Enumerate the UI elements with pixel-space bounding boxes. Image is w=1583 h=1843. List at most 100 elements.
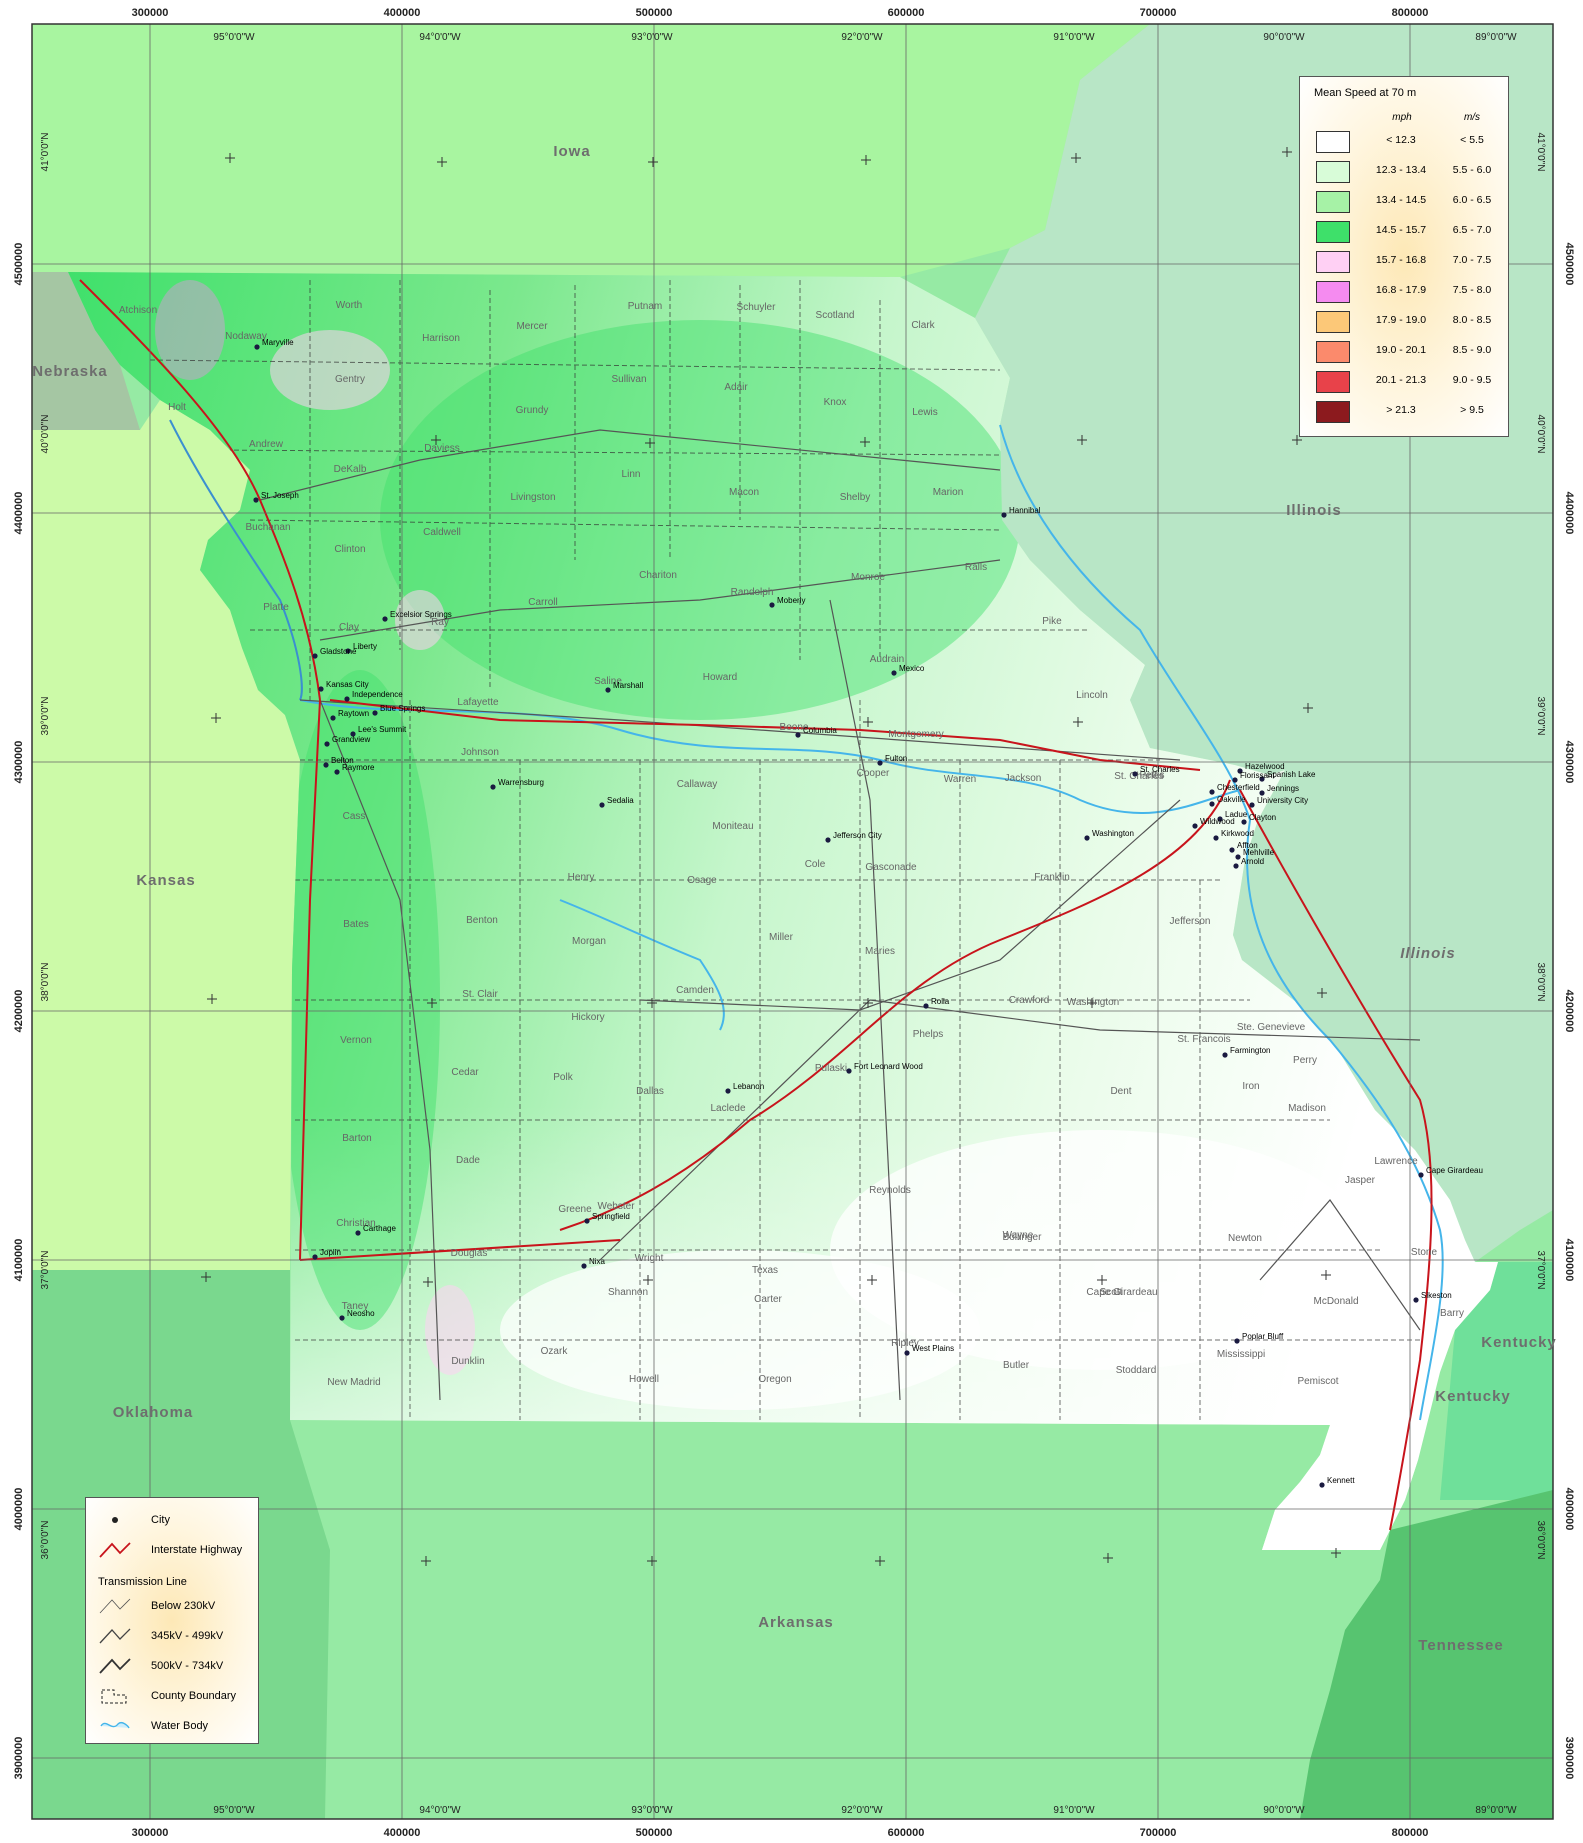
graticule-cross [423, 1277, 433, 1287]
county-label: Audrain [870, 654, 904, 665]
longitude-label: 95°0'0"W [213, 32, 255, 43]
county-label: Washington [1067, 997, 1119, 1008]
northing-label: 4200000 [13, 990, 25, 1033]
county-label: Stoddard [1116, 1365, 1157, 1376]
latitude-label: 38°0'0"N [40, 963, 51, 1002]
city-marker [318, 686, 324, 692]
legend-ms-range: 5.5 - 6.0 [1452, 164, 1492, 176]
legend-mph-range: 15.7 - 16.8 [1375, 254, 1427, 266]
county-label: Jasper [1345, 1175, 1376, 1186]
city-marker [312, 653, 318, 659]
legend-ms-range: > 9.5 [1460, 404, 1484, 416]
legend-swatch [1316, 251, 1350, 273]
county-label: Saline [594, 676, 622, 687]
county-label: Henry [568, 872, 595, 883]
county-label: Jackson [1005, 773, 1042, 784]
northing-label: 4200000 [1563, 990, 1575, 1033]
city-marker [345, 648, 351, 654]
easting-label: 300000 [132, 1827, 169, 1839]
city-marker [330, 715, 336, 721]
city-marker [1237, 768, 1243, 774]
city-label: Oakville [1217, 795, 1246, 804]
legend-swatch [1316, 131, 1350, 153]
city-marker [1413, 1297, 1419, 1303]
city-label: Excelsior Springs [390, 610, 452, 619]
county-label: Gentry [335, 374, 365, 385]
county-label: Ralls [965, 562, 987, 573]
county-label: Bollinger [1003, 1232, 1043, 1243]
county-label: Montgomery [888, 729, 944, 740]
county-label: Grundy [516, 405, 549, 416]
city-label: Poplar Bluff [1242, 1332, 1284, 1341]
county-label: Miller [769, 932, 794, 943]
latitude-label: 41°0'0"N [40, 133, 51, 172]
city-label: Fulton [885, 754, 907, 763]
county-label: Boone [780, 722, 809, 733]
county-label: Hickory [571, 1012, 604, 1023]
county-label: Greene [558, 1204, 592, 1215]
county-label: Crawford [1009, 995, 1050, 1006]
city-label: Warrensburg [498, 778, 544, 787]
graticule-cross [647, 1556, 657, 1566]
easting-label: 400000 [384, 1827, 421, 1839]
county-label: Carroll [528, 597, 557, 608]
graticule-cross [211, 713, 221, 723]
key-water-body: Water Body [86, 1716, 258, 1736]
county-label: Bates [343, 919, 369, 930]
graticule-cross [201, 1272, 211, 1282]
city-label: Kirkwood [1221, 829, 1254, 838]
city-label: Fort Leonard Wood [854, 1062, 923, 1071]
key-tx-below-label: Below 230kV [151, 1600, 216, 1612]
key-county-boundary-label: County Boundary [151, 1690, 236, 1702]
interstate-highways [79, 279, 1433, 1531]
county-label: Oregon [758, 1374, 791, 1385]
state-label: Kansas [136, 872, 195, 889]
key-city-label: City [151, 1514, 170, 1526]
city-label: Lee's Summit [358, 725, 407, 734]
county-label: Clark [911, 320, 935, 331]
county-label: Nodaway [225, 331, 267, 342]
county-label: Franklin [1034, 872, 1070, 883]
county-label: Osage [687, 875, 717, 886]
county-label: Benton [466, 915, 498, 926]
northing-label: 4500000 [1563, 243, 1575, 286]
northing-label: 4400000 [1563, 492, 1575, 535]
latitude-label: 40°0'0"N [40, 415, 51, 454]
legend-mph-range: 14.5 - 15.7 [1375, 224, 1427, 236]
city-label: St. Joseph [261, 491, 299, 500]
city-marker [382, 616, 388, 622]
graticule-cross [875, 1556, 885, 1566]
northing-label: 4300000 [1563, 741, 1575, 784]
legend-swatch [1316, 281, 1350, 303]
longitude-label: 90°0'0"W [1263, 1805, 1305, 1816]
longitude-label: 92°0'0"W [841, 1805, 883, 1816]
legend-ms-range: 8.5 - 9.0 [1452, 344, 1492, 356]
county-label: Pemiscot [1297, 1376, 1338, 1387]
latitude-label: 41°0'0"N [1535, 133, 1546, 172]
county-label: Putnam [628, 301, 662, 312]
city-marker [1319, 1482, 1325, 1488]
longitude-label: 94°0'0"W [419, 32, 461, 43]
longitude-label: 89°0'0"W [1475, 32, 1517, 43]
state-label: Illinois [1286, 502, 1342, 519]
county-label: Johnson [461, 747, 499, 758]
key-city: City [86, 1510, 258, 1530]
county-label: Polk [553, 1072, 573, 1083]
city-label: Columbia [803, 726, 837, 735]
county-boundary-icon [101, 1689, 127, 1704]
map-key-legend: City Interstate Highway Transmission Lin… [85, 1497, 259, 1744]
latitude-label: 39°0'0"N [40, 697, 51, 736]
county-label: Cole [805, 859, 826, 870]
city-marker [1217, 816, 1223, 822]
city-label: Grandview [332, 735, 370, 744]
city-label: Raytown [338, 709, 369, 718]
county-label: Lincoln [1076, 690, 1108, 701]
county-label: DeKalb [334, 464, 367, 475]
latitude-label: 36°0'0"N [1535, 1521, 1546, 1560]
city-marker [599, 802, 605, 808]
city-label: Gladstone [320, 647, 357, 656]
county-label: Callaway [677, 779, 718, 790]
city-label: Jefferson City [833, 831, 882, 840]
